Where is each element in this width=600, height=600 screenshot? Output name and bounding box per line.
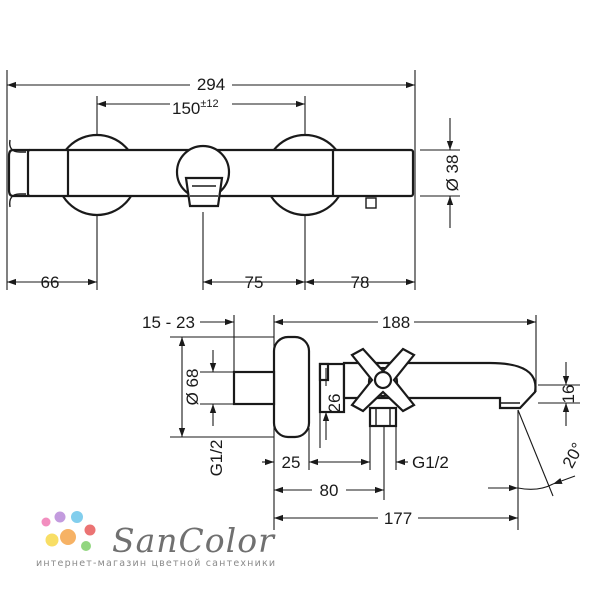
outlet-nut-lines — [190, 185, 218, 197]
dim-80: 80 — [320, 481, 339, 500]
watermark-dots — [41, 511, 96, 551]
dim-75: 75 — [245, 273, 264, 292]
dot-1 — [41, 517, 51, 527]
dim-188: 188 — [382, 313, 410, 332]
dim-angle-20: 20° — [559, 440, 588, 472]
dot-6 — [84, 524, 96, 536]
dim-diameter-68: Ø 68 — [183, 369, 202, 406]
dim-25: 25 — [282, 453, 301, 472]
dim-150: 150±12 — [172, 98, 219, 118]
dim-diameter-38: Ø 38 — [443, 155, 462, 192]
dim-16: 16 — [559, 385, 578, 404]
dim-26: 26 — [325, 394, 344, 413]
small-stub — [365, 197, 377, 209]
outlet-nut — [184, 176, 224, 208]
bottom-connector — [368, 406, 398, 428]
dot-4 — [45, 533, 59, 547]
dim-177: 177 — [384, 509, 412, 528]
inlet-pipe — [232, 370, 276, 406]
dim-15-23: 15 - 23 — [142, 313, 195, 332]
cross-handle — [350, 347, 416, 413]
dim-294: 294 — [197, 75, 225, 94]
dim-66: 66 — [41, 273, 60, 292]
brand-logo: SanColor — [112, 521, 276, 560]
dim-78: 78 — [351, 273, 370, 292]
dot-7 — [81, 541, 91, 551]
left-handle — [7, 148, 30, 198]
side-view: 15 - 23 188 Ø 68 G1/2 25 26 G1/2 16 20° … — [142, 312, 588, 530]
dim-outlet-g12: G1/2 — [412, 453, 449, 472]
top-extension-lines — [6, 70, 460, 290]
left-handle-detail — [9, 139, 26, 208]
side-body-cap — [318, 362, 330, 382]
brand-tagline: интернет-магазин цветной сантехники — [36, 558, 276, 569]
dim-inlet-g12: G1/2 — [207, 440, 226, 477]
side-rosette — [272, 335, 311, 439]
top-view: 294 150±12 66 75 78 Ø 38 — [6, 70, 462, 292]
dot-2 — [54, 511, 66, 523]
watermark: SanColor интернет-магазин цветной сантех… — [36, 511, 276, 569]
dot-3 — [71, 511, 83, 523]
dot-5 — [60, 529, 76, 545]
